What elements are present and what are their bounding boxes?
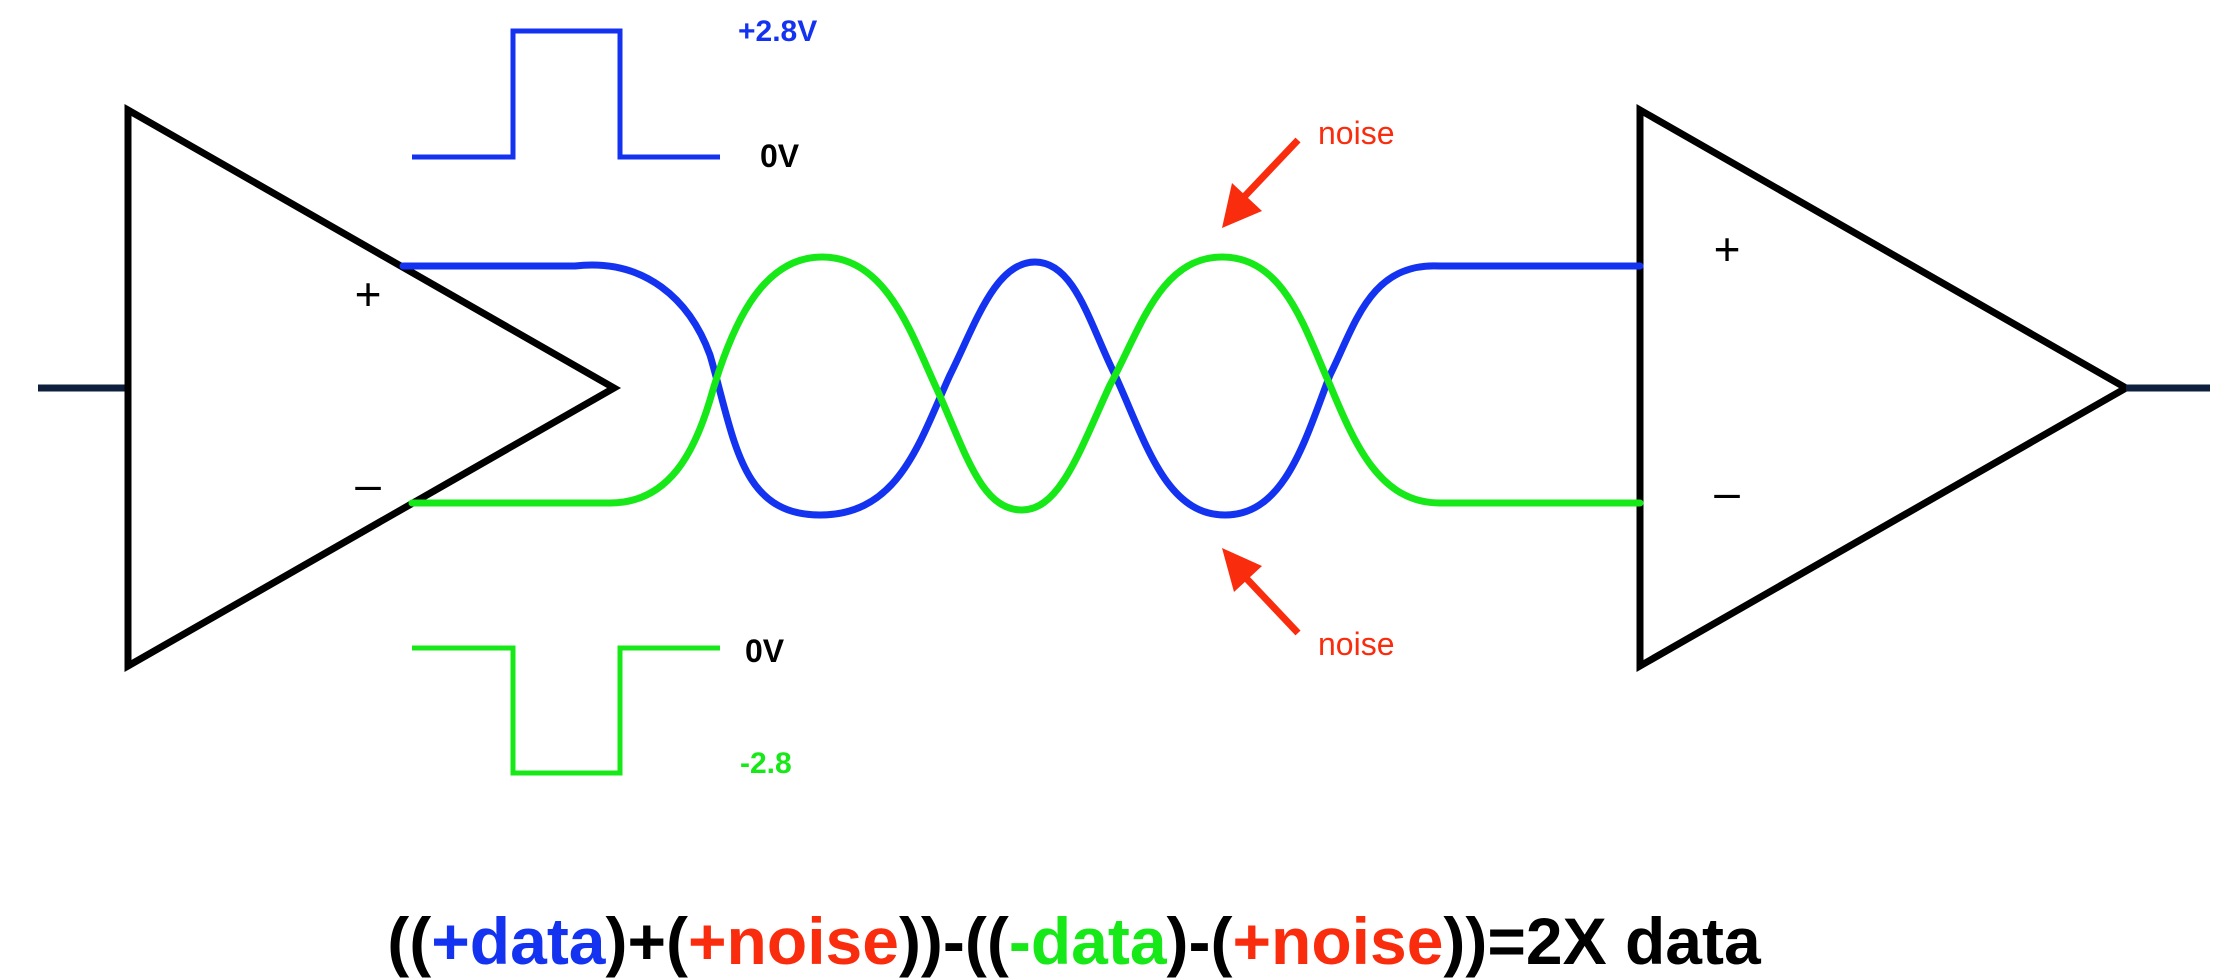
receiver-amplifier: + – <box>1636 103 2134 673</box>
negative-pulse-high-label: 0V <box>745 633 785 669</box>
positive-wire <box>399 258 1644 519</box>
driver-plus-label: + <box>355 268 382 320</box>
driver-minus-label: – <box>355 458 381 510</box>
noise-annotation-bottom: noise <box>1222 548 1395 662</box>
equation-part-3: ))-(( <box>899 904 1009 978</box>
equation-positive-data: +data <box>431 904 607 978</box>
positive-pulse-high-label: +2.8V <box>738 15 817 48</box>
equation-part-2: )+( <box>606 904 689 978</box>
receiver-minus-label: – <box>1714 466 1740 518</box>
noise-label-top: noise <box>1318 115 1395 151</box>
negative-wire <box>408 253 1644 514</box>
equation-part-5: ))=2X data <box>1443 904 1762 978</box>
negative-pulse-low-label: -2.8 <box>740 747 792 780</box>
equation: ((+data)+(+noise))-((-data)-(+noise))=2X… <box>387 904 1762 978</box>
equation-noise-1: +noise <box>688 904 899 978</box>
receiver-plus-label: + <box>1714 223 1741 275</box>
noise-annotation-top: noise <box>1222 115 1395 228</box>
receiver-triangle <box>1636 103 2134 673</box>
positive-pulse-line <box>412 28 720 160</box>
equation-negative-data: -data <box>1009 904 1168 978</box>
arrow-down-left-icon <box>1222 137 1301 228</box>
negative-pulse-line <box>412 645 720 776</box>
arrow-up-left-icon <box>1222 548 1301 636</box>
equation-noise-2: +noise <box>1232 904 1443 978</box>
equation-part-4: )-( <box>1167 904 1233 978</box>
equation-part-1: (( <box>387 904 431 978</box>
positive-pulse-low-label: 0V <box>760 138 800 174</box>
positive-pulse-waveform: +2.8V 0V <box>412 15 817 174</box>
negative-pulse-waveform: 0V -2.8 <box>412 633 792 780</box>
driver-triangle <box>124 103 622 673</box>
driver-amplifier: + – <box>124 103 622 673</box>
noise-label-bottom: noise <box>1318 626 1395 662</box>
